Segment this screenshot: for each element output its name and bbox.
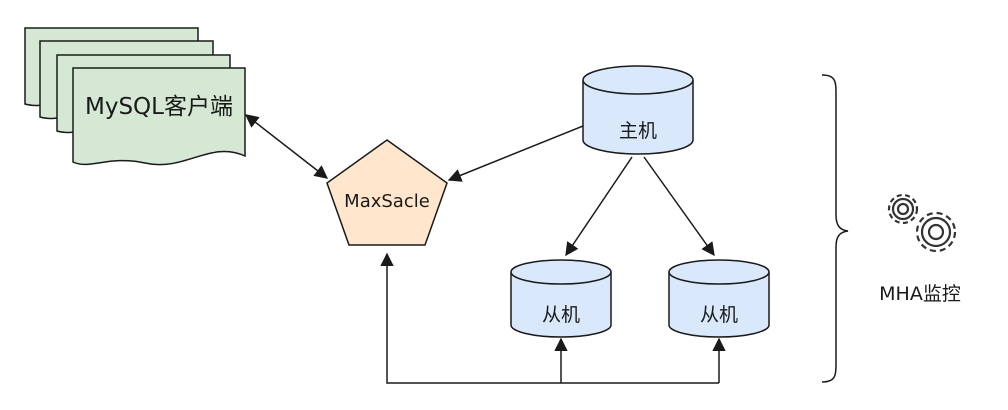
maxscale-proxy xyxy=(326,139,448,246)
master-slave2-arrow xyxy=(643,156,715,257)
monitor-label: MHA监控 xyxy=(879,283,961,305)
master-label: 主机 xyxy=(619,120,657,142)
slave-2-label: 从机 xyxy=(700,304,738,326)
proxy-bottom-line xyxy=(380,252,719,384)
master-slave1-arrow xyxy=(565,156,633,257)
monitor-brace xyxy=(821,74,849,383)
slave-db-1 xyxy=(510,259,612,338)
gears-icon xyxy=(887,193,957,253)
master-db xyxy=(582,65,694,155)
proxy-label: MaxSacle xyxy=(344,191,430,212)
slave-1-label: 从机 xyxy=(542,304,580,326)
master-proxy-arrow xyxy=(447,125,584,182)
client-doc-front xyxy=(72,67,246,166)
mysql-client-stack xyxy=(24,27,246,166)
slave-db-2 xyxy=(668,259,770,338)
client-proxy-arrow xyxy=(244,114,329,179)
client-label: MySQL客户端 xyxy=(85,94,233,120)
